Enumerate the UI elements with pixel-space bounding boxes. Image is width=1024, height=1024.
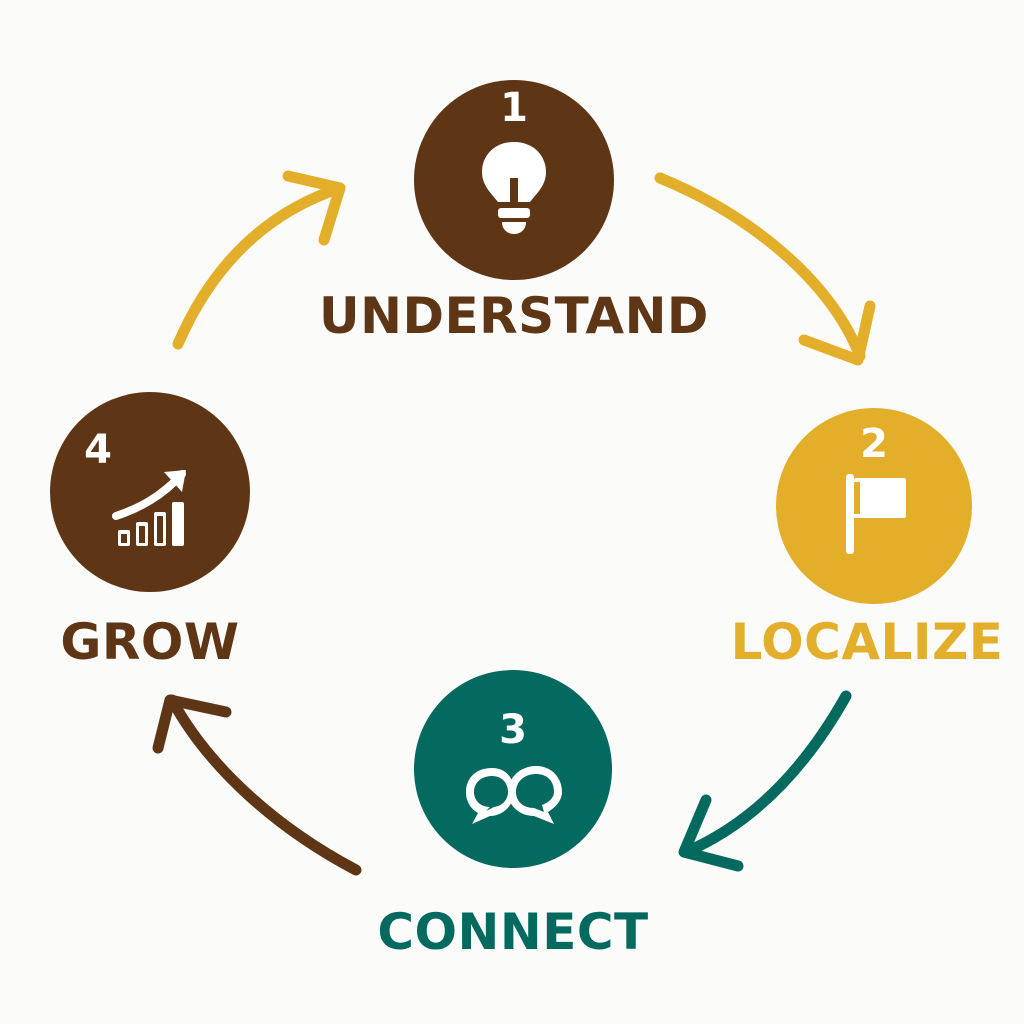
flag-icon (846, 474, 906, 554)
step-4-label: GROW (60, 613, 240, 671)
step-2-circle: 2 (776, 408, 972, 604)
step-1-label: UNDERSTAND (319, 287, 709, 345)
arrow-connect-to-grow (166, 694, 362, 876)
arrow-understand-to-localize (654, 172, 866, 362)
growth-chart-icon (112, 470, 186, 546)
step-4-number: 4 (84, 427, 112, 473)
arrowhead-grow-to-understand (282, 170, 346, 246)
step-1-number: 1 (500, 85, 528, 131)
step-1-circle: 1 (414, 80, 614, 280)
step-3-number: 3 (499, 707, 527, 753)
lightbulb-icon (482, 142, 546, 234)
arrowhead-localize-to-connect (678, 794, 744, 872)
step-3-circle: 3 (414, 670, 612, 868)
arrow-localize-to-connect (680, 690, 852, 858)
arrow-grow-to-understand (172, 182, 346, 350)
step-2-number: 2 (860, 421, 888, 467)
step-2-label: LOCALIZE (730, 613, 1004, 671)
step-3-label: CONNECT (377, 903, 649, 961)
step-4-circle: 4 (50, 392, 250, 592)
chat-bubbles-icon (466, 766, 562, 824)
arrowhead-connect-to-grow (152, 694, 232, 754)
arrowhead-understand-to-localize (798, 300, 876, 366)
